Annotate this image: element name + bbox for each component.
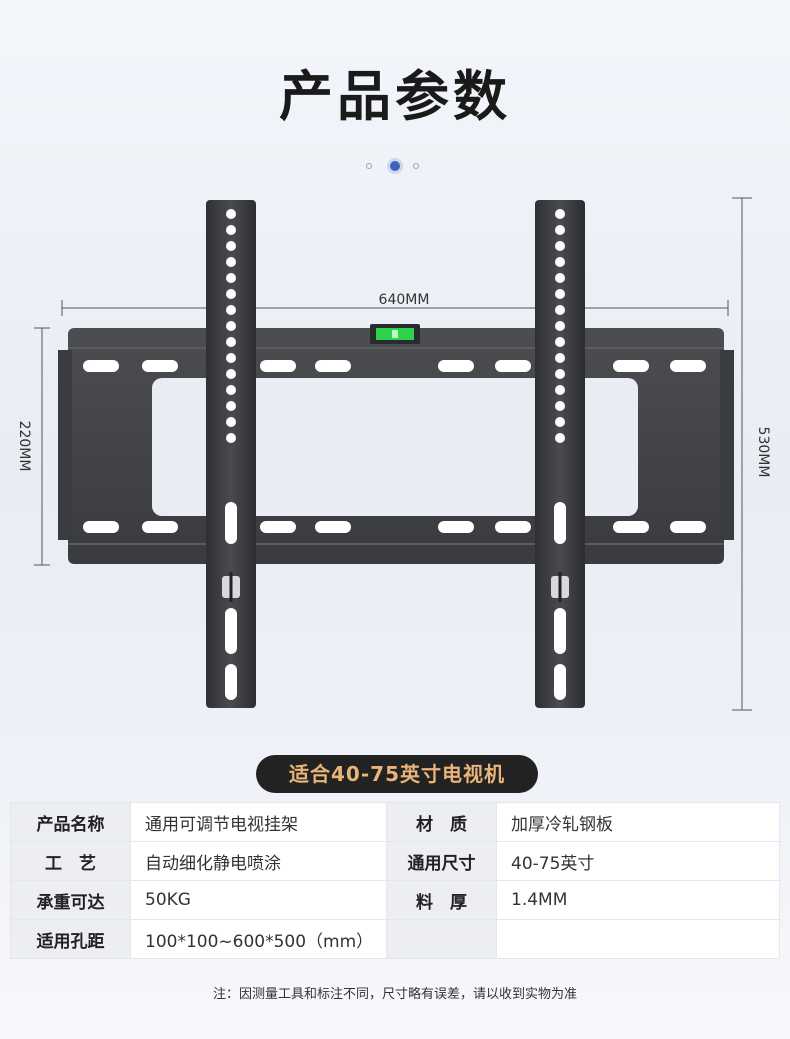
spec-value: 50KG bbox=[130, 880, 387, 920]
right-height-dimension bbox=[732, 197, 752, 711]
tv-size-badge: 适合40-75英寸电视机 bbox=[256, 755, 538, 793]
disclaimer-note: 注：因测量工具和标注不同，尺寸略有误差，请以收到实物为准 bbox=[212, 987, 577, 1002]
spec-value: 100*100~600*500（mm） bbox=[130, 919, 387, 959]
table-row: 工 艺 自动细化静电喷涂 通用尺寸 40-75英寸 bbox=[10, 841, 780, 881]
spec-label: 承重可达 bbox=[10, 880, 131, 920]
spec-label: 通用尺寸 bbox=[386, 841, 497, 881]
spec-table: 产品名称 通用可调节电视挂架 材 质 加厚冷轧钢板 工 艺 自动细化静电喷涂 通… bbox=[10, 802, 780, 959]
carousel-dot-1[interactable] bbox=[366, 163, 372, 169]
tv-mount-diagram: 640MM 220MM 530MM bbox=[16, 197, 771, 711]
width-label: 640MM bbox=[379, 292, 430, 308]
carousel-dot-3[interactable] bbox=[413, 163, 419, 169]
table-row: 适用孔距 100*100~600*500（mm） bbox=[10, 919, 780, 959]
spec-label: 料 厚 bbox=[386, 880, 497, 920]
spec-value: 40-75英寸 bbox=[496, 841, 780, 881]
spec-label: 材 质 bbox=[386, 802, 497, 842]
spec-label: 适用孔距 bbox=[10, 919, 131, 959]
spec-value: 1.4MM bbox=[496, 880, 780, 920]
carousel-dots bbox=[0, 160, 790, 174]
left-height-label: 220MM bbox=[16, 421, 32, 472]
left-arm bbox=[206, 200, 256, 708]
page-title: 产品参数 bbox=[279, 65, 511, 128]
left-height-dimension bbox=[34, 327, 50, 566]
spec-label: 产品名称 bbox=[10, 802, 131, 842]
width-dimension bbox=[61, 300, 729, 316]
spec-value: 自动细化静电喷涂 bbox=[130, 841, 387, 881]
spec-value: 加厚冷轧钢板 bbox=[496, 802, 780, 842]
frame-slots bbox=[83, 360, 706, 533]
right-arm bbox=[535, 200, 585, 708]
table-row: 承重可达 50KG 料 厚 1.4MM bbox=[10, 880, 780, 920]
spec-value bbox=[496, 919, 780, 959]
spec-label: 工 艺 bbox=[10, 841, 131, 881]
right-height-label: 530MM bbox=[755, 427, 771, 478]
spec-value: 通用可调节电视挂架 bbox=[130, 802, 387, 842]
carousel-dot-2[interactable] bbox=[390, 161, 400, 171]
spec-label bbox=[386, 919, 497, 959]
bubble-level bbox=[370, 324, 420, 344]
table-row: 产品名称 通用可调节电视挂架 材 质 加厚冷轧钢板 bbox=[10, 802, 780, 842]
